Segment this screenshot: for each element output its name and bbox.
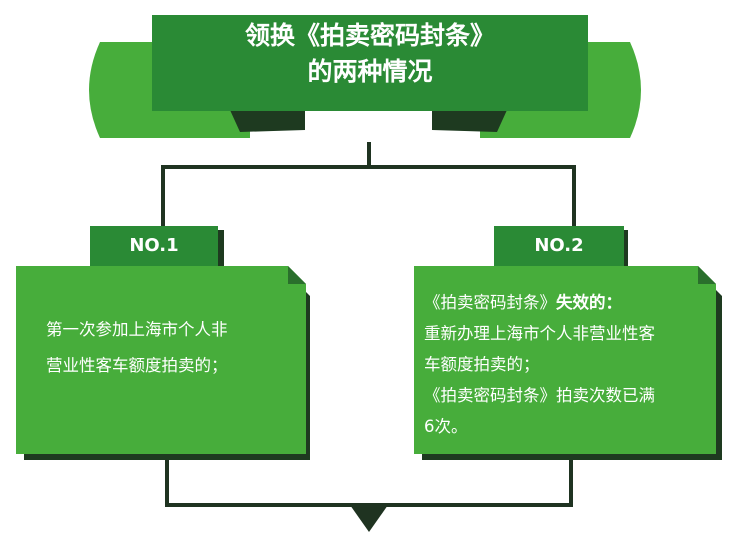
card-no2-heading: 《拍卖密码封条》失效的： xyxy=(424,287,716,318)
badge-no1-label: NO.1 xyxy=(129,235,179,256)
card-no2-text: 《拍卖密码封条》失效的： 重新办理上海市个人非营业性客 车额度拍卖的； 《拍卖密… xyxy=(424,287,716,442)
card-no2-line-3: 《拍卖密码封条》拍卖次数已满 xyxy=(424,386,655,405)
card-no2-line-2: 车额度拍卖的； xyxy=(424,355,540,374)
card-no1-panel xyxy=(16,266,306,454)
card-no2-panel xyxy=(414,266,716,454)
card-no1-line-2: 营业性客车额度拍卖的； xyxy=(46,356,228,375)
connector-lines xyxy=(161,142,576,532)
card-no2-heading-bold: 失效的： xyxy=(556,293,622,312)
badge-no2 xyxy=(494,226,624,272)
bottom-arrow-icon xyxy=(350,505,388,532)
page-title: 领换《拍卖密码封条》 的两种情况 xyxy=(152,18,588,90)
title-line-2: 的两种情况 xyxy=(307,57,433,86)
card-no1-graphic xyxy=(16,226,310,460)
title-banner xyxy=(89,15,641,138)
title-left-fold xyxy=(230,110,305,132)
badge-no2-label: NO.2 xyxy=(534,235,584,256)
card-no2-fold xyxy=(698,266,716,284)
card-no1-fold xyxy=(288,266,306,284)
title-right-fold xyxy=(432,110,507,132)
title-line-1: 领换《拍卖密码封条》 xyxy=(244,21,495,50)
title-panel xyxy=(152,15,588,111)
card-no1-text: 第一次参加上海市个人非 营业性客车额度拍卖的； xyxy=(46,312,316,384)
card-no2-line-4: 6次。 xyxy=(424,417,468,436)
card-no2-line-1: 重新办理上海市个人非营业性客 xyxy=(424,324,655,343)
card-no1-line-1: 第一次参加上海市个人非 xyxy=(46,320,228,339)
badge-no1 xyxy=(90,226,218,272)
card-no2-heading-prefix: 《拍卖密码封条》 xyxy=(424,293,556,312)
card-no2-graphic xyxy=(414,226,722,460)
